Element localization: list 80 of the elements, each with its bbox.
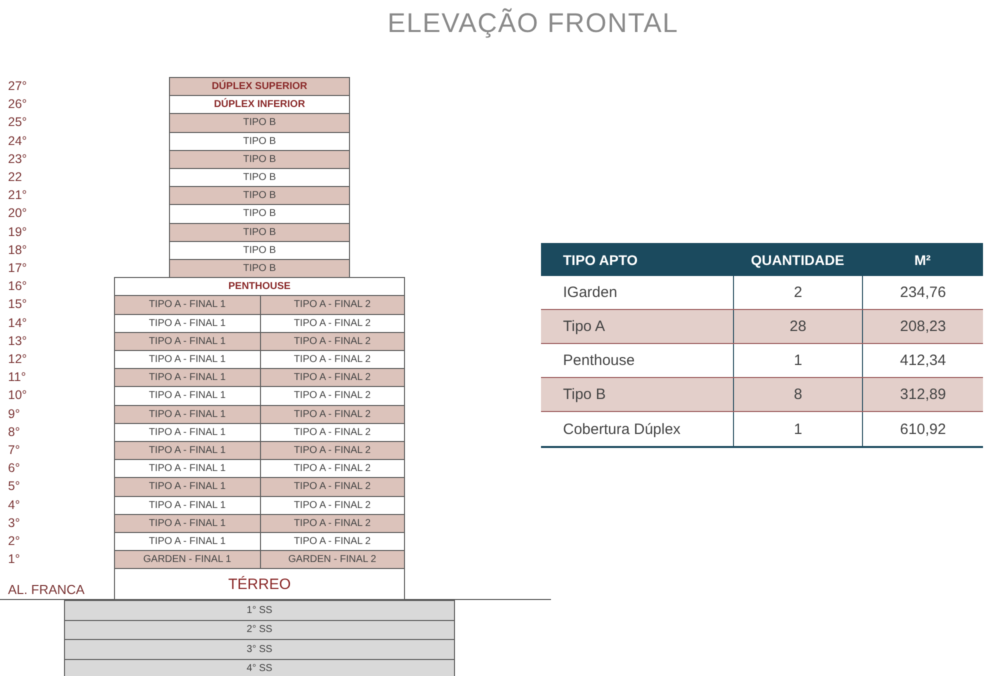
table-cell: 412,34 xyxy=(862,344,983,377)
table-cell: 1 xyxy=(733,412,862,446)
floor-number: 26° xyxy=(8,97,27,112)
apartment-floor-cell: TIPO B xyxy=(169,132,350,151)
column-header: M² xyxy=(913,250,932,270)
apartment-floor-cell: PENTHOUSE xyxy=(114,277,405,296)
floor-number: 10° xyxy=(8,388,27,402)
floor-number: 8° xyxy=(8,424,20,439)
basement-level-band: 1° SS xyxy=(64,600,455,620)
apartment-floor-cell: TIPO A - FINAL 1 xyxy=(114,368,260,388)
column-header: QUANTIDADE xyxy=(750,250,846,270)
apartment-floor-cell: TIPO B xyxy=(169,240,350,260)
floor-number: 7° xyxy=(8,443,20,457)
apartment-floor-cell: TIPO A - FINAL 2 xyxy=(260,332,405,351)
floor-number: 14° xyxy=(8,316,27,330)
table-cell: 8 xyxy=(733,378,862,411)
table-cell: 2 xyxy=(733,276,862,309)
apartment-floor-cell: GARDEN - FINAL 1 xyxy=(114,550,260,570)
table-cell: 312,89 xyxy=(862,378,983,411)
floor-number: 18° xyxy=(8,242,27,257)
floor-number: 13° xyxy=(8,334,27,348)
column-header: TIPO APTO xyxy=(562,250,639,270)
table-cell: 208,23 xyxy=(862,310,983,343)
floor-number: 11° xyxy=(8,370,26,384)
apartment-floor-cell: TIPO A - FINAL 2 xyxy=(260,404,405,424)
apartment-floor-cell: DÚPLEX SUPERIOR xyxy=(169,77,350,96)
table-cell-text: Tipo B xyxy=(562,385,607,405)
apartment-floor-cell: TIPO A - FINAL 1 xyxy=(114,332,260,351)
apartment-floor-cell: TIPO B xyxy=(169,259,350,278)
street-label: AL. FRANCA xyxy=(8,583,85,597)
apartment-floor-cell: TIPO A - FINAL 1 xyxy=(114,514,260,533)
floor-number: 2° xyxy=(8,534,20,548)
apartment-floor-cell: TIPO A - FINAL 2 xyxy=(260,477,405,497)
floor-number: 15° xyxy=(8,297,27,312)
basement-level-band: 4° SS xyxy=(64,658,455,676)
floor-number: 6° xyxy=(8,461,20,476)
floor-number: 17° xyxy=(8,261,27,275)
apartment-floor-cell: TIPO A - FINAL 2 xyxy=(260,514,405,533)
floor-number: 19° xyxy=(8,224,27,239)
apartment-floor-cell: TIPO A - FINAL 1 xyxy=(114,441,260,460)
floor-number: 16° xyxy=(8,279,27,294)
floor-number: 3° xyxy=(8,516,20,530)
floor-number: 1° xyxy=(8,552,20,566)
apartment-floor-cell: TIPO B xyxy=(169,186,350,206)
table-cell-text: IGarden xyxy=(562,283,618,303)
apartment-floor-cell: TIPO B xyxy=(169,204,350,224)
table-cell: 1 xyxy=(733,344,862,377)
floor-number: 27° xyxy=(8,79,27,93)
floor-number: 22 xyxy=(8,170,22,184)
apartment-floor-cell: TIPO A - FINAL 1 xyxy=(114,477,260,497)
apartment-floor-cell: GARDEN - FINAL 2 xyxy=(260,550,405,570)
floor-number: 24° xyxy=(8,134,27,148)
ground-floor-band: TÉRREO xyxy=(114,568,405,600)
diagram-title: ELEVAÇÃO FRONTAL xyxy=(386,8,680,39)
table-cell: 234,76 xyxy=(862,276,983,309)
apartment-floor-cell: TIPO B xyxy=(169,150,350,169)
table-cell: 610,92 xyxy=(862,412,983,446)
floor-number: 20° xyxy=(8,206,27,220)
apartment-floor-cell: TIPO A - FINAL 2 xyxy=(260,368,405,388)
floor-number: 5° xyxy=(8,479,20,494)
table-cell-text: Tipo A xyxy=(562,317,606,337)
floor-number: 9° xyxy=(8,406,20,421)
apartment-floor-cell: TIPO B xyxy=(169,168,350,188)
apartment-floor-cell: TIPO B xyxy=(169,222,350,242)
basement-level-band: 2° SS xyxy=(64,620,455,640)
floor-number: 25° xyxy=(8,115,27,130)
apartment-floor-cell: TIPO A - FINAL 1 xyxy=(114,404,260,424)
floor-number: 4° xyxy=(8,498,20,512)
floor-number: 12° xyxy=(8,352,27,366)
apartment-floor-cell: TIPO A - FINAL 1 xyxy=(114,295,260,315)
apartment-floor-cell: TIPO B xyxy=(169,113,350,133)
table-cell-text: Penthouse xyxy=(562,351,636,371)
apartment-floor-cell: TIPO A - FINAL 2 xyxy=(260,441,405,460)
floor-number: 23° xyxy=(8,152,27,166)
apartment-floor-cell: DÚPLEX INFERIOR xyxy=(169,95,350,114)
floor-number: 21° xyxy=(8,188,27,202)
table-cell: 28 xyxy=(733,310,862,343)
table-cell-text: Cobertura Dúplex xyxy=(562,420,682,440)
basement-level-band: 3° SS xyxy=(64,639,455,660)
apartment-floor-cell: TIPO A - FINAL 2 xyxy=(260,295,405,315)
